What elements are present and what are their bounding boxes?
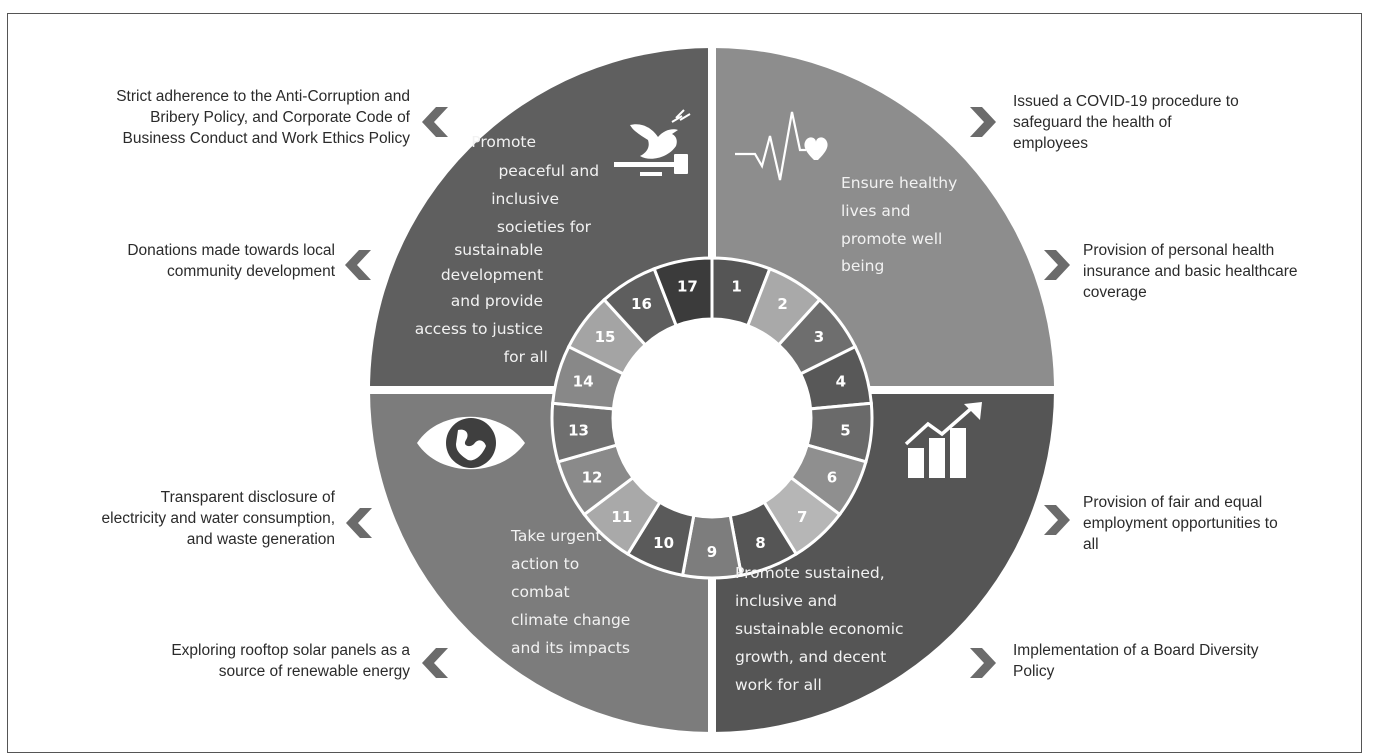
ring-label-4: 4: [836, 372, 846, 390]
ring-label-9: 9: [707, 543, 717, 561]
heartbeat-icon: [735, 111, 828, 181]
ring-label-16: 16: [631, 295, 652, 313]
quadrant-text-health: Ensure healthy lives and promote well be…: [841, 174, 962, 275]
ring-label-2: 2: [777, 295, 787, 313]
chevron-left-icon: [422, 107, 448, 137]
quadrant-text-peace: Promote peaceful and inclusive societies…: [415, 133, 604, 366]
ring-label-6: 6: [827, 469, 837, 487]
dove-gavel-icon: [614, 109, 691, 176]
chevron-right-icon: [970, 648, 996, 678]
callout-covid-procedure: Issued a COVID-19 procedure to safeguard…: [1013, 93, 1239, 152]
outer-frame: [7, 13, 1362, 753]
chevron-left-icon: [346, 508, 372, 538]
quadrant-text-climate: Take urgent action to combat climate cha…: [510, 527, 635, 657]
chevron-right-icon: [1044, 250, 1070, 280]
callout-rooftop-solar: Exploring rooftop solar panels as a sour…: [171, 642, 410, 680]
ring-label-1: 1: [731, 277, 741, 295]
ring-label-13: 13: [568, 421, 589, 439]
callout-donations: Donations made towards local community d…: [127, 242, 335, 280]
ring-label-15: 15: [595, 328, 616, 346]
ring-label-8: 8: [755, 534, 765, 552]
quadrant-text-economic: Promote sustained, inclusive and sustain…: [735, 564, 909, 694]
callout-equal-employment: Provision of fair and equal employment o…: [1083, 494, 1278, 553]
callout-anti-corruption: Strict adherence to the Anti-Corruption …: [116, 88, 410, 147]
chevron-left-icon: [422, 648, 448, 678]
callout-board-diversity: Implementation of a Board Diversity Poli…: [1013, 642, 1259, 680]
ring-label-7: 7: [797, 508, 807, 526]
chevron-right-icon: [970, 107, 996, 137]
ring-label-3: 3: [814, 328, 824, 346]
ring-label-10: 10: [653, 534, 674, 552]
center-hole: [613, 319, 811, 517]
ring-label-12: 12: [582, 469, 603, 487]
ring-label-17: 17: [677, 277, 698, 295]
ring-label-5: 5: [840, 421, 850, 439]
growth-chart-icon: [904, 402, 982, 478]
ring-label-14: 14: [573, 372, 594, 390]
chevron-left-icon: [345, 250, 371, 280]
chevron-right-icon: [1044, 505, 1070, 535]
ring-label-11: 11: [611, 508, 632, 526]
eye-globe-icon: [417, 416, 525, 470]
callout-transparent-disclosure: Transparent disclosure of electricity an…: [101, 489, 335, 548]
callout-health-insurance: Provision of personal health insurance a…: [1083, 242, 1298, 301]
